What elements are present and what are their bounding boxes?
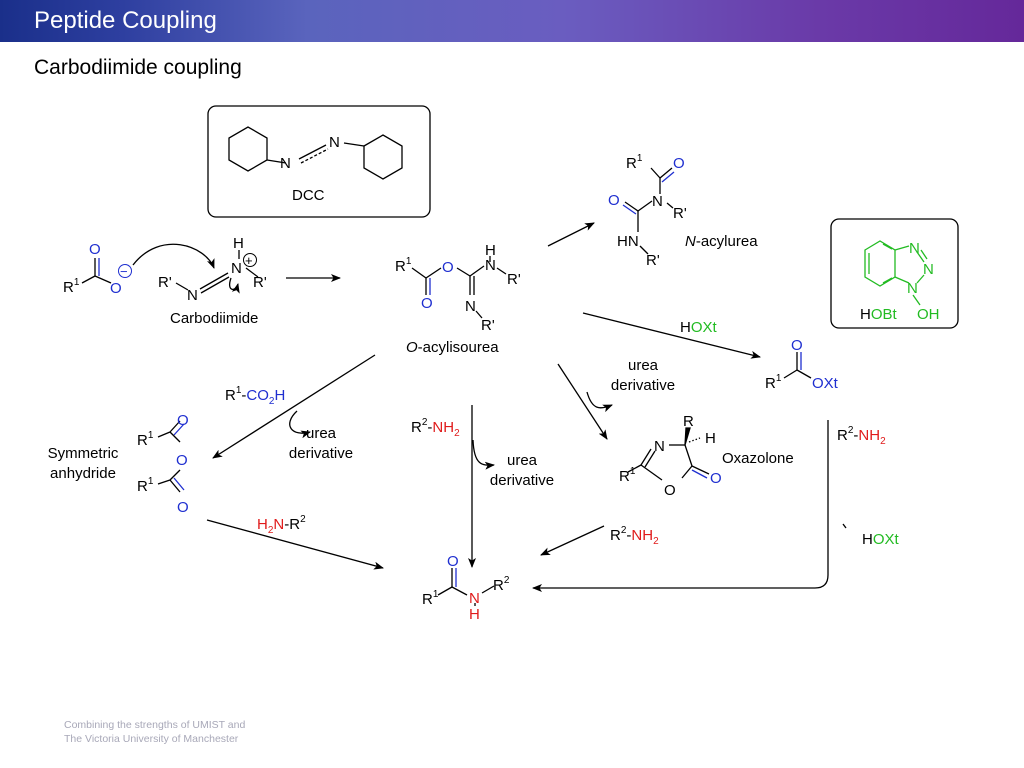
acylisourea-nh-h: H: [485, 242, 496, 259]
ester-r1: R1: [765, 373, 782, 392]
urea-derivative-3-line2: derivative: [611, 377, 675, 394]
acylisourea-o-carbonyl: O: [421, 295, 433, 312]
acylurea-hn: HN: [617, 233, 639, 250]
amide-r1: R1: [422, 589, 439, 608]
footer: Combining the strengths of UMIST and The…: [64, 718, 245, 746]
symmetric-anhydride-line2: anhydride: [50, 465, 116, 482]
n-acylurea-label: N-acylurea: [685, 233, 758, 250]
amide-n: N: [469, 590, 480, 607]
acylurea-r1: R1: [626, 153, 643, 172]
hoxt-label-top: HOXt: [680, 319, 718, 336]
title-bar: Peptide Coupling: [0, 0, 1024, 42]
carboxylate-r1: R1: [63, 277, 80, 296]
r1-co2h-label: R1-CO2H: [225, 385, 285, 407]
hobt-box: [830, 218, 959, 329]
oxazolone-label: Oxazolone: [722, 450, 794, 467]
urea-derivative-2-line2: derivative: [490, 472, 554, 489]
r2-nh2-center: R2-NH2: [411, 417, 460, 439]
acylurea-o2: O: [608, 192, 620, 209]
acylisourea-rp2: R': [481, 317, 495, 334]
carbodiimide-n1: N: [187, 287, 198, 304]
ester-oxt: OXt: [812, 375, 839, 392]
r2-nh2-lower: R2-NH2: [610, 525, 659, 547]
anhydride-o2: O: [177, 499, 189, 516]
anhydride-o1: O: [177, 412, 189, 429]
hobt-structure: [864, 240, 928, 306]
carbodiimide-rp-right: R': [253, 274, 267, 291]
hobt-n3: N: [907, 280, 918, 297]
carbodiimide-n2: N: [231, 260, 242, 277]
ester-o: O: [791, 337, 803, 354]
carboxylate-o-minus: O: [110, 280, 122, 297]
oxazolone-h: H: [705, 430, 716, 447]
slide-title: Peptide Coupling: [34, 7, 217, 34]
anhydride-r1-bottom: R1: [137, 476, 154, 495]
urea-derivative-1-line2: derivative: [289, 445, 353, 462]
hobt-label: HOBt: [860, 306, 898, 323]
anhydride-o-bridge: O: [176, 452, 188, 469]
urea-derivative-1-line1: urea: [306, 425, 337, 442]
acylurea-rp1: R': [673, 205, 687, 222]
hobt-oh: OH: [917, 306, 940, 323]
urea-derivative-2-line1: urea: [507, 452, 538, 469]
acylurea-rp2: R': [646, 252, 660, 269]
amide-r2: R2: [493, 575, 510, 594]
acylisourea-rp1: R': [507, 271, 521, 288]
urea-derivative-3-line1: urea: [628, 357, 659, 374]
acylisourea-o-ester: O: [442, 259, 454, 276]
cyclohexane-right: [363, 134, 403, 180]
negative-charge-icon: [118, 264, 132, 278]
symmetric-anhydride-line1: Symmetric: [48, 445, 119, 462]
footer-line-1: Combining the strengths of UMIST and: [64, 719, 246, 731]
oxazolone-n: N: [654, 438, 665, 455]
amide-o: O: [447, 553, 459, 570]
dcc-n2: N: [329, 134, 340, 151]
svg-text:+: +: [245, 253, 253, 268]
dcc-n1: N: [280, 155, 291, 172]
carbodiimide-h: H: [233, 235, 244, 252]
r2-nh2-right: R2-NH2: [837, 425, 886, 447]
footer-line-2: The Victoria University of Manchester: [64, 733, 239, 745]
acylisourea-n: N: [465, 298, 476, 315]
anhydride-r1-top: R1: [137, 430, 154, 449]
acylisourea-r1: R1: [395, 256, 412, 275]
acylurea-o1: O: [673, 155, 685, 172]
hoxt-label-bottom: HOXt: [862, 531, 900, 548]
oxazolone-o-carbonyl: O: [710, 470, 722, 487]
slide-subtitle: Carbodiimide coupling: [34, 56, 242, 79]
carbodiimide-label: Carbodiimide: [170, 310, 258, 327]
acylurea-n: N: [652, 193, 663, 210]
acylisourea-nh-n: N: [485, 257, 496, 274]
dcc-box: [207, 105, 431, 218]
amide-h: H: [469, 606, 480, 623]
oxazolone-o-ring: O: [664, 482, 676, 499]
hobt-n1: N: [909, 240, 920, 257]
oxazolone-r1: R1: [619, 466, 636, 485]
hobt-n2: N: [923, 261, 934, 278]
positive-charge-icon: [243, 253, 257, 267]
carboxylate-o-double: O: [89, 241, 101, 258]
svg-text:−: −: [120, 264, 128, 279]
dcc-label: DCC: [292, 187, 325, 204]
cyclohexane-left: [228, 126, 268, 172]
h2n-r2-label: H2N-R2: [257, 514, 306, 536]
o-acylisourea-label: O-acylisourea: [406, 339, 499, 356]
carbodiimide-rp-left: R': [158, 274, 172, 291]
oxazolone-r: R: [683, 413, 694, 430]
